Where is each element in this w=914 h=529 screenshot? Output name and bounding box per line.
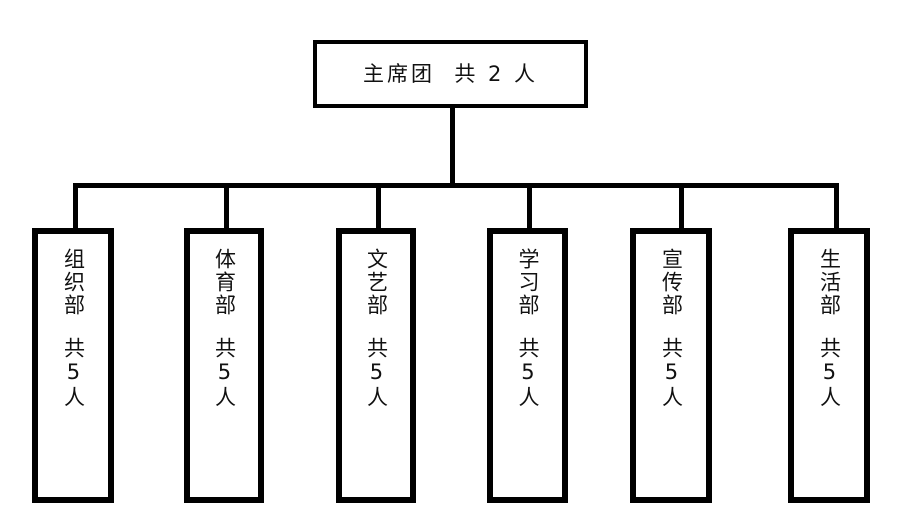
connector-drop-4 xyxy=(527,188,532,228)
node-welfare-dept-name: 生活部 xyxy=(817,248,842,317)
connector-drop-3 xyxy=(376,188,381,228)
node-organization-dept-count: 共5人 xyxy=(61,337,86,409)
node-welfare-dept[interactable]: 生活部 共5人 xyxy=(788,228,870,503)
node-presidium[interactable]: 主席团 共 2 人 xyxy=(313,40,588,108)
node-sports-dept-count: 共5人 xyxy=(212,337,237,409)
node-publicity-dept[interactable]: 宣传部 共5人 xyxy=(630,228,712,503)
connector-drop-2 xyxy=(224,188,229,228)
node-study-dept-name: 学习部 xyxy=(515,248,540,317)
node-study-dept-count: 共5人 xyxy=(515,337,540,409)
connector-drop-1 xyxy=(73,188,78,228)
connector-stem xyxy=(450,108,455,183)
connector-bus xyxy=(73,183,839,188)
connector-drop-5 xyxy=(679,188,684,228)
node-welfare-dept-count: 共5人 xyxy=(817,337,842,409)
connector-drop-6 xyxy=(834,188,839,228)
node-publicity-dept-count: 共5人 xyxy=(659,337,684,409)
node-organization-dept-name: 组织部 xyxy=(61,248,86,317)
node-publicity-dept-name: 宣传部 xyxy=(659,248,684,317)
node-study-dept[interactable]: 学习部 共5人 xyxy=(487,228,568,503)
node-presidium-label: 主席团 共 2 人 xyxy=(362,61,539,86)
node-arts-dept-count: 共5人 xyxy=(364,337,389,409)
node-sports-dept[interactable]: 体育部 共5人 xyxy=(184,228,264,503)
node-sports-dept-name: 体育部 xyxy=(212,248,237,317)
node-arts-dept-name: 文艺部 xyxy=(364,248,389,317)
node-organization-dept[interactable]: 组织部 共5人 xyxy=(32,228,114,503)
node-arts-dept[interactable]: 文艺部 共5人 xyxy=(336,228,416,503)
